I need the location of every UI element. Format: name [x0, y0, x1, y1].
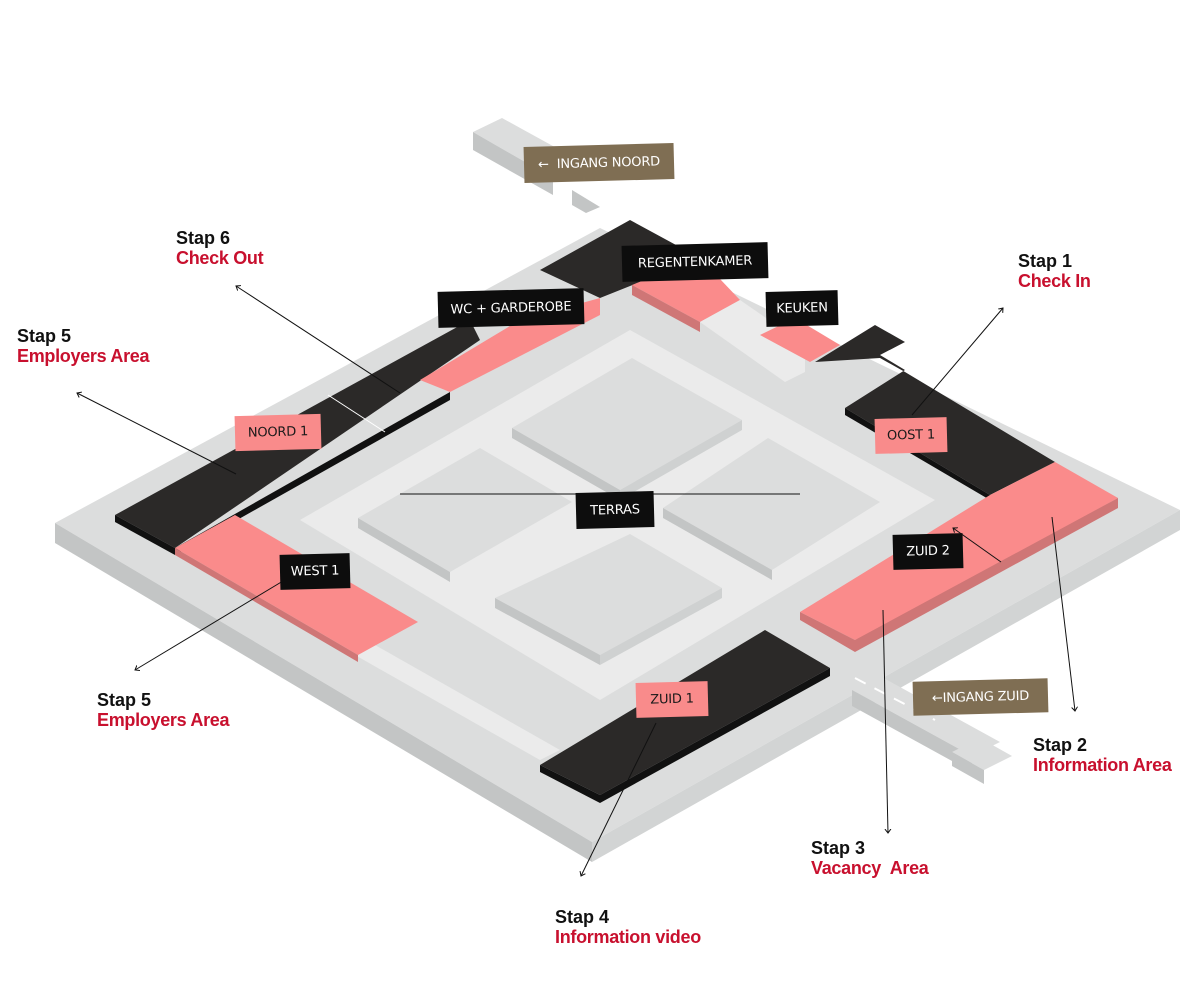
room-label-noord1[interactable]: NOORD 1	[234, 413, 322, 452]
arrow-left-icon: ←	[537, 156, 549, 173]
step-number: Stap 6	[176, 228, 231, 248]
room-label-wc-garderobe[interactable]: WC + GARDEROBE	[437, 288, 585, 328]
step-3-annotation: Stap 3 Vacancy Area	[811, 838, 929, 878]
step-number: Stap 5	[17, 326, 72, 346]
step-title: Information Area	[1033, 755, 1172, 776]
terrace-blocks	[358, 358, 880, 665]
leader-step5b	[135, 580, 284, 670]
room-regentenkamer-dark	[540, 220, 700, 298]
step-number: Stap 3	[811, 838, 866, 858]
room-label-zuid1[interactable]: ZUID 1	[635, 681, 709, 718]
entrance-south-label: INGANG ZUID	[942, 688, 1030, 706]
step-title: Check In	[1018, 271, 1091, 292]
step-5b-annotation: Stap 5 Employers Area	[97, 690, 230, 731]
leader-lines	[77, 286, 1075, 876]
leader-step6	[236, 286, 401, 394]
step-title: Check Out	[176, 248, 264, 269]
leader-step1	[911, 308, 1003, 416]
step-4-annotation: Stap 4 Information video	[555, 907, 701, 947]
entrance-north-label: INGANG NOORD	[556, 153, 661, 172]
step-2-annotation: Stap 2 Information Area	[1033, 735, 1172, 775]
leader-step4	[581, 722, 657, 876]
step-number: Stap 1	[1018, 251, 1073, 271]
room-oost1	[815, 325, 1055, 495]
leader-step3	[882, 609, 888, 833]
step-5a-annotation: Stap 5 Employers Area	[17, 326, 150, 367]
step-6-annotation: Stap 6 Check Out	[176, 228, 264, 269]
leader-step5a	[77, 393, 237, 475]
room-label-zuid2[interactable]: ZUID 2	[892, 533, 964, 570]
step-number: Stap 5	[97, 690, 152, 710]
step-title: Information video	[555, 927, 701, 948]
room-label-oost1[interactable]: OOST 1	[874, 417, 948, 454]
step-title: Employers Area	[97, 710, 230, 731]
step-title: Employers Area	[17, 346, 150, 367]
leader-step2	[1051, 516, 1075, 711]
room-label-keuken[interactable]: KEUKEN	[765, 290, 839, 327]
arrow-left-icon: ←	[931, 690, 943, 706]
step-1-annotation: Stap 1 Check In	[1018, 251, 1091, 291]
room-label-terras[interactable]: TERRAS	[575, 490, 655, 530]
room-label-west1[interactable]: WEST 1	[279, 553, 351, 590]
entrance-north-tag[interactable]: ← INGANG NOORD	[523, 143, 675, 183]
step-title: Vacancy Area	[811, 858, 929, 879]
step-number: Stap 2	[1033, 735, 1088, 755]
room-label-regentenkamer[interactable]: REGENTENKAMER	[621, 242, 769, 282]
step-number: Stap 4	[555, 907, 610, 927]
entrance-south-tag[interactable]: ← INGANG ZUID	[912, 678, 1049, 716]
room-keuken	[760, 318, 840, 362]
